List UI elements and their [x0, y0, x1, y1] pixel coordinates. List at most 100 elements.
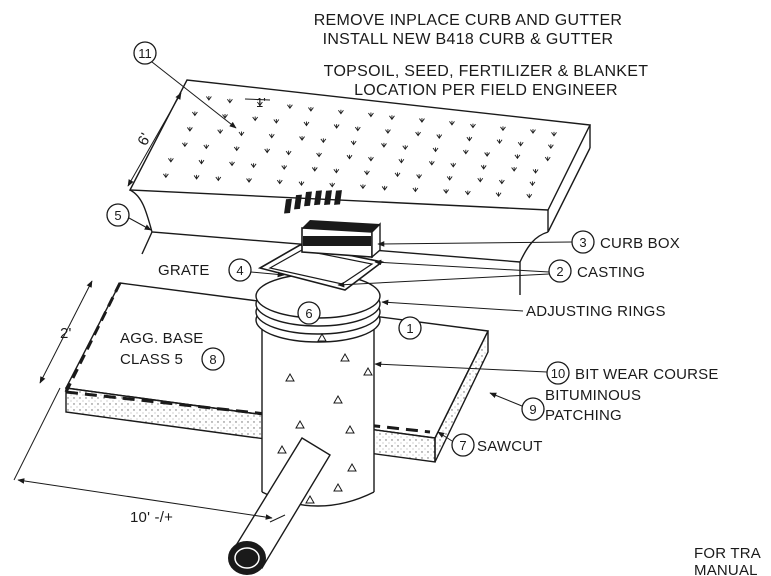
seed-mark [464, 190, 471, 196]
seed-mark [398, 158, 405, 164]
dimension-10ft: 10' -/+ [13, 387, 286, 526]
svg-text:1': 1' [256, 95, 266, 110]
seed-mark [368, 156, 374, 162]
callout-11: 11 [133, 41, 237, 129]
aggregate-mark [305, 494, 315, 504]
seed-mark [299, 136, 305, 141]
seed-mark [333, 124, 340, 129]
seed-mark [529, 181, 536, 187]
dimension-1ft: 1' [244, 95, 271, 110]
seed-mark [436, 134, 443, 139]
aggregate-mark [347, 462, 357, 472]
seed-mark [203, 144, 210, 150]
patching-label: PATCHING [545, 407, 622, 424]
aggregate-mark [363, 366, 373, 376]
seed-mark [385, 129, 391, 134]
wear-course-label: BIT WEAR COURSE [575, 366, 719, 383]
dimension-2ft: 2' [39, 280, 93, 384]
grate-label: GRATE [158, 262, 210, 279]
seed-mark [368, 112, 374, 118]
seed-mark [198, 159, 205, 165]
seed-mark [511, 166, 517, 172]
aggregate-mark [317, 332, 327, 342]
svg-text:11: 11 [138, 46, 152, 61]
callout-8-agg-base: AGG. BASE CLASS 5 8 [120, 330, 225, 371]
seed-mark [432, 147, 439, 153]
svg-text:10: 10 [551, 366, 565, 381]
callout-6: 6 [297, 301, 321, 325]
seed-mark [222, 113, 228, 119]
callout-2-casting: 2 CASTING [337, 259, 645, 288]
seed-mark [480, 164, 487, 170]
seed-mark [252, 116, 259, 122]
seed-mark [416, 174, 422, 179]
svg-text:5: 5 [114, 208, 121, 223]
seed-mark [402, 145, 409, 150]
curb-box-label: CURB BOX [600, 235, 680, 252]
svg-text:4: 4 [236, 263, 243, 278]
svg-text:8: 8 [209, 352, 216, 367]
footer-note: FOR TRA MANUAL [694, 545, 761, 576]
seed-mark [532, 169, 539, 174]
seed-mark [206, 95, 212, 101]
seed-mark [551, 131, 557, 137]
seed-mark [419, 118, 425, 123]
seed-mark [187, 126, 193, 132]
seed-mark [276, 179, 283, 185]
svg-text:9: 9 [529, 402, 536, 417]
seed-mark [338, 109, 344, 115]
bituminous-label: BITUMINOUS [545, 387, 641, 404]
seed-mark [428, 160, 435, 166]
seed-mark [514, 154, 521, 160]
aggregate-mark [295, 419, 305, 429]
seed-mark [450, 162, 457, 168]
aggregate-mark [333, 394, 343, 404]
callout-3-curb-box: 3 CURB BOX [377, 230, 680, 254]
seed-mark [500, 126, 506, 132]
agg-base-class: CLASS 5 [120, 351, 183, 368]
seed-mark [517, 141, 524, 147]
seed-mark [308, 107, 314, 112]
seed-mark [389, 115, 395, 121]
seed-mark [192, 111, 198, 117]
seed-mark [227, 98, 233, 104]
seed-mark [394, 172, 401, 178]
seed-mark [333, 168, 340, 174]
seed-mark [484, 152, 490, 157]
seed-mark [381, 185, 388, 191]
outlet-pipe [228, 437, 331, 575]
svg-text:2': 2' [60, 325, 72, 342]
seed-mark [446, 175, 453, 181]
seed-mark [364, 170, 370, 176]
seed-mark [215, 176, 222, 182]
seed-mark [360, 184, 366, 190]
seed-mark [268, 133, 275, 139]
casting-label: CASTING [577, 264, 645, 281]
seed-mark [495, 192, 502, 197]
seed-mark [354, 126, 361, 132]
aggregate-mark [340, 352, 350, 362]
seed-mark [449, 120, 455, 126]
seed-mark [257, 101, 263, 107]
adjusting-rings-label: ADJUSTING RINGS [526, 303, 666, 320]
seed-mark [381, 142, 387, 148]
sawcut-label: SAWCUT [477, 438, 543, 455]
seed-mark [264, 148, 271, 154]
callout-10-wear-course: 10 BIT WEAR COURSE [374, 361, 719, 385]
aggregate-mark [333, 482, 343, 492]
note-topsoil: TOPSOIL, SEED, FERTILIZER & BLANKET [324, 63, 649, 80]
note-location: LOCATION PER FIELD ENGINEER [354, 82, 618, 99]
agg-base-label: AGG. BASE [120, 330, 204, 347]
aggregate-mark [285, 372, 295, 382]
seed-mark [320, 138, 327, 144]
turf-area [128, 79, 592, 233]
seed-mark [193, 174, 200, 180]
seed-mark [496, 139, 503, 144]
svg-text:7: 7 [459, 438, 466, 453]
casting-and-grate [257, 190, 384, 291]
aggregate-mark [345, 424, 355, 434]
seed-mark [303, 121, 310, 127]
footer-line-2: MANUAL [694, 562, 758, 576]
callout-9-bituminous: BITUMINOUS 9 PATCHING [489, 387, 641, 424]
seed-mark [412, 187, 419, 193]
